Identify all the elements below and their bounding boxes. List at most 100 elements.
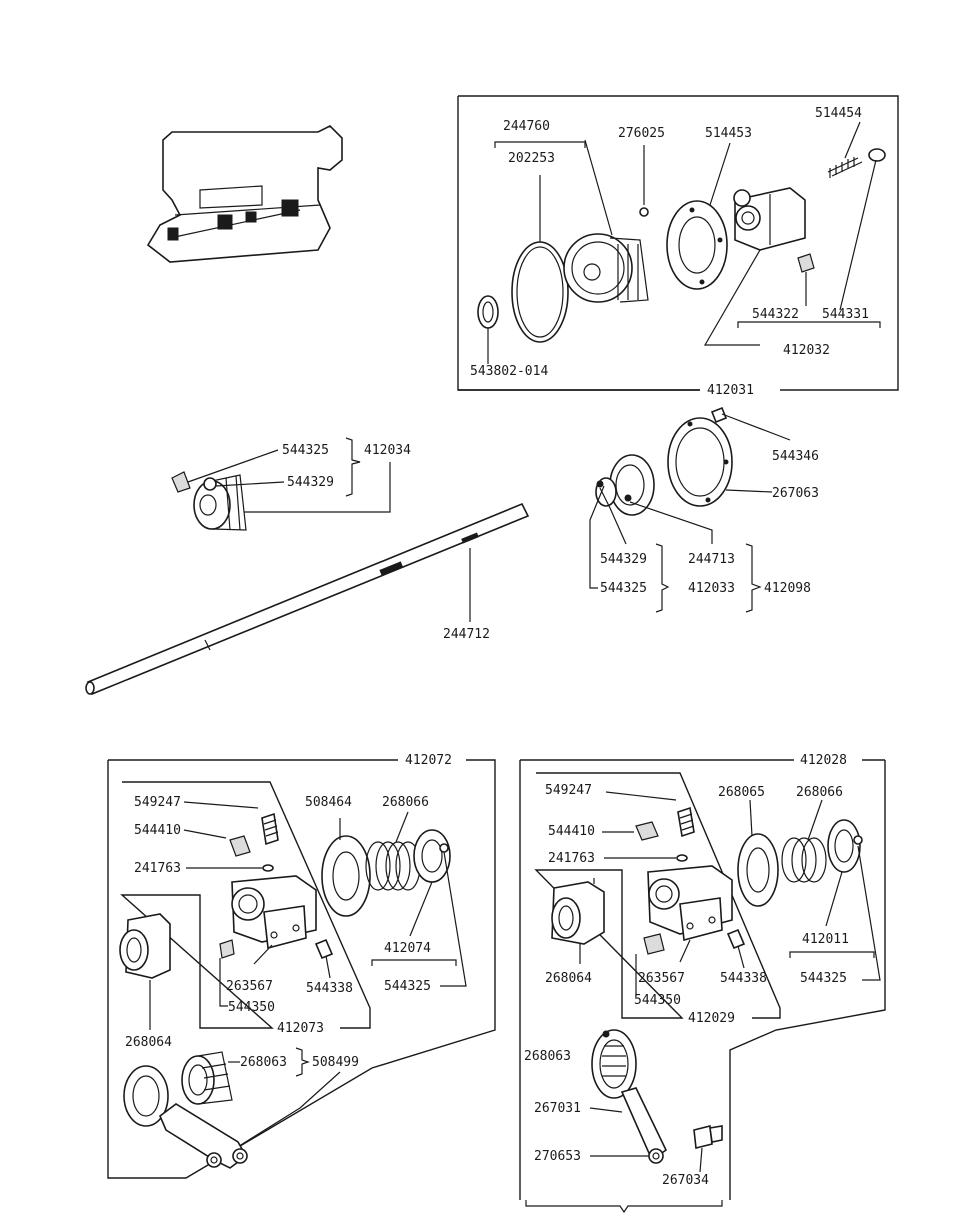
label-514454: 514454 — [815, 106, 862, 121]
label-412028: 412028 — [800, 753, 847, 768]
label-263567-a: 263567 — [226, 979, 273, 994]
brace-508499 — [295, 1047, 310, 1077]
label-267063: 267063 — [772, 486, 819, 501]
label-412072: 412072 — [405, 753, 452, 768]
brace-412011 — [789, 951, 875, 958]
leader-544325-b — [589, 485, 605, 589]
label-202253: 202253 — [508, 151, 555, 166]
label-543802-014: 543802-014 — [470, 364, 548, 379]
leader-263567-a — [253, 944, 273, 965]
inner-box-412073 — [120, 781, 371, 1029]
brace-412034 — [345, 437, 361, 497]
part-544346-screw: 544346 — [710, 406, 819, 464]
part-268064-housing-b — [551, 878, 605, 964]
label-544338-a: 544338 — [306, 981, 353, 996]
label-267031: 267031 — [534, 1101, 581, 1116]
label-544325-a: 544325 — [282, 443, 329, 458]
label-412034: 412034 — [364, 443, 411, 458]
label-244712: 244712 — [443, 627, 490, 642]
part-268063-bearing-a — [181, 1051, 240, 1105]
leader-544350-a — [219, 958, 228, 1007]
part-544338-a — [314, 938, 334, 979]
label-412011: 412011 — [802, 932, 849, 947]
label-544325-c: 544325 — [384, 979, 431, 994]
brace-544329-544325 — [655, 543, 670, 613]
label-412032: 412032 — [783, 343, 830, 358]
label-268063-a: 268063 — [240, 1055, 287, 1070]
assembly-box-412072: 412072 412073 — [107, 753, 496, 1179]
leader-412034 — [244, 462, 391, 513]
label-412098: 412098 — [764, 581, 811, 596]
leader-267031 — [589, 1107, 623, 1113]
leader-508499 — [235, 1071, 341, 1149]
label-544329-b: 544329 — [600, 552, 647, 567]
part-267063-flange: 267063 — [667, 417, 819, 507]
label-268065: 268065 — [718, 785, 765, 800]
label-544350-a: 544350 — [228, 1000, 275, 1015]
label-412033: 412033 — [688, 581, 735, 596]
label-268064-a: 268064 — [125, 1035, 172, 1050]
part-244712-shaft: 244712 — [85, 502, 530, 696]
part-241763-b — [676, 854, 688, 862]
part-244713-collar — [595, 454, 655, 516]
part-544350-b — [643, 933, 665, 955]
label-263567-b: 263567 — [638, 971, 685, 986]
label-268066-b: 268066 — [796, 785, 843, 800]
brace-bottom-412028 — [525, 1200, 723, 1214]
part-412034-gear-collar — [171, 471, 247, 531]
part-544338-b — [726, 928, 746, 969]
label-549247-a: 549247 — [134, 795, 181, 810]
label-544350-b: 544350 — [634, 993, 681, 1008]
label-276025: 276025 — [618, 126, 665, 141]
label-268066-a: 268066 — [382, 795, 429, 810]
label-544331: 544331 — [822, 307, 869, 322]
label-412031: 412031 — [707, 383, 754, 398]
label-544325-b: 544325 — [600, 581, 647, 596]
part-508464-ring-a — [321, 818, 371, 917]
part-241763-a — [262, 864, 274, 872]
label-544410-a: 544410 — [134, 823, 181, 838]
part-544331-plug: 544331 — [822, 148, 886, 322]
part-268064-housing-a — [119, 913, 171, 1030]
label-244760: 244760 — [503, 119, 550, 134]
part-543802-014: 543802-014 — [470, 295, 548, 379]
machine-overview-sketch — [146, 125, 343, 263]
leader-263567-b — [679, 939, 691, 963]
leader-544329-b — [599, 487, 627, 545]
part-544410-b — [635, 821, 659, 841]
leader-549247-b — [605, 791, 677, 801]
part-268065-ring — [737, 799, 779, 907]
part-412029-body-b — [647, 865, 733, 942]
label-544410-b: 544410 — [548, 824, 595, 839]
label-508464: 508464 — [305, 795, 352, 810]
label-544338-b: 544338 — [720, 971, 767, 986]
leader-544410-a — [183, 829, 227, 839]
label-412074: 412074 — [384, 941, 431, 956]
label-241763-b: 241763 — [548, 851, 595, 866]
part-514453-plate: 514453 — [666, 126, 752, 290]
part-412011-collar — [825, 819, 881, 981]
part-276025-ball: 276025 — [618, 126, 665, 217]
label-244713: 244713 — [688, 552, 735, 567]
leader-544325-a — [187, 449, 279, 483]
label-549247-b: 549247 — [545, 783, 592, 798]
leader-549247-a — [183, 801, 259, 809]
label-270653: 270653 — [534, 1149, 581, 1164]
part-412073-body-a — [231, 875, 317, 950]
label-267034: 267034 — [662, 1173, 709, 1188]
label-544329-a: 544329 — [287, 475, 334, 490]
brace-412074 — [371, 959, 457, 966]
part-268066-spring-b — [781, 799, 827, 883]
label-412029: 412029 — [688, 1011, 735, 1026]
label-544322: 544322 — [752, 307, 799, 322]
leader-244713 — [629, 501, 713, 544]
part-268066-spring-a — [365, 811, 421, 891]
part-267031-connecting-rod — [591, 1029, 668, 1164]
label-514453: 514453 — [705, 126, 752, 141]
part-244760-gear: 244760 — [503, 119, 649, 303]
label-412073: 412073 — [277, 1021, 324, 1036]
part-514454-spring: 514454 — [815, 106, 863, 178]
part-267034-pin — [693, 1125, 723, 1173]
assembly-box-412031: 412031 — [457, 95, 899, 398]
brace-412098 — [745, 543, 762, 613]
